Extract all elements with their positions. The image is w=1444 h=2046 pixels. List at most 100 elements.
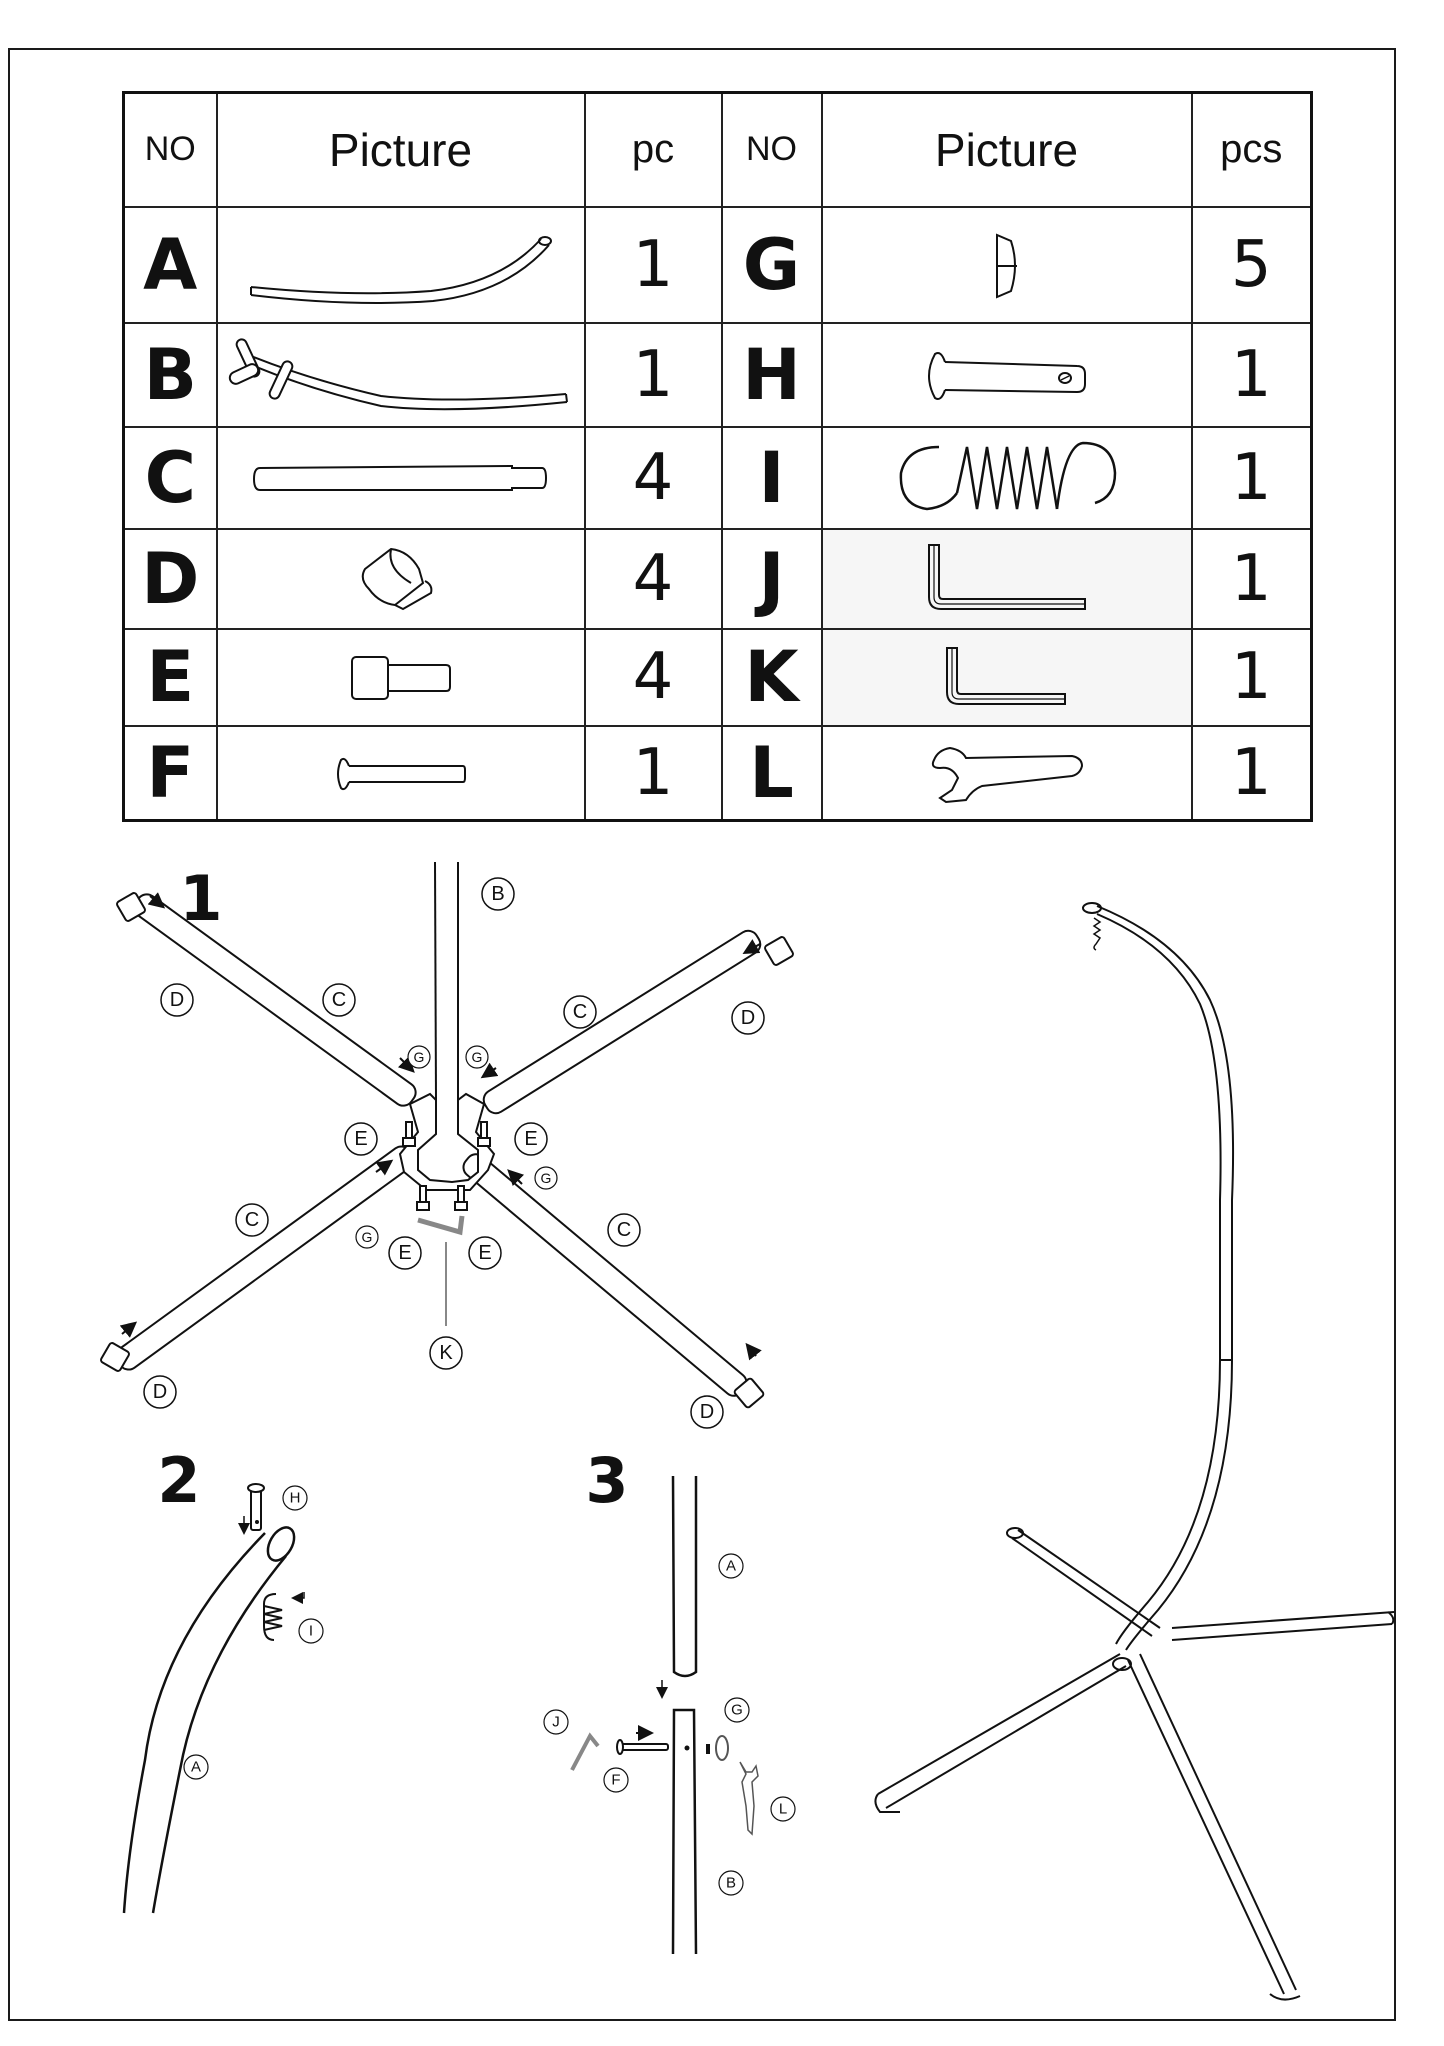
- part-picture: [820, 425, 1193, 530]
- washer-g: [715, 1735, 729, 1761]
- table-row: B 1 H 1: [122, 321, 1313, 428]
- svg-text:G: G: [362, 1229, 373, 1245]
- table-row: C 4 I 1: [122, 425, 1313, 530]
- callout-labels: B D C C D G G E E G C C G E E K D D H I …: [143, 877, 796, 1896]
- callout-j: J: [543, 1709, 569, 1735]
- part-letter: L: [720, 724, 823, 822]
- part-picture: [215, 205, 586, 324]
- svg-text:C: C: [573, 1001, 587, 1023]
- callout-b: B: [481, 877, 515, 911]
- page-border: [8, 48, 1396, 2021]
- callout-e: E: [388, 1236, 422, 1270]
- part-letter: H: [720, 321, 823, 428]
- part-qty: 4: [583, 627, 723, 727]
- svg-text:E: E: [398, 1242, 411, 1264]
- part-letter: A: [122, 205, 218, 324]
- part-letter: J: [720, 527, 823, 630]
- svg-text:C: C: [245, 1209, 259, 1231]
- leg-tube-icon: [252, 464, 547, 491]
- part-qty: 4: [583, 425, 723, 530]
- table-row: A 1 G 5: [122, 205, 1313, 324]
- callout-d: D: [160, 983, 194, 1017]
- parts-table: NO Picture pc NO Picture pcs A 1 G 5 B: [122, 91, 1313, 822]
- curved-pole-icon: [249, 235, 552, 304]
- part-qty: 4: [583, 527, 723, 630]
- part-picture: [215, 527, 586, 630]
- callout-d: D: [731, 1001, 765, 1035]
- part-qty: 1: [583, 205, 723, 324]
- callout-a: A: [718, 1553, 744, 1579]
- part-picture: [820, 724, 1193, 822]
- part-picture: [820, 205, 1193, 324]
- part-picture: [820, 527, 1193, 630]
- callout-c: C: [235, 1203, 269, 1237]
- wrench-l: [739, 1761, 759, 1836]
- part-qty: 1: [583, 321, 723, 428]
- step-3-diagram: 3: [570, 1444, 759, 1955]
- long-bolt-icon: [336, 757, 466, 790]
- header-no: NO: [122, 91, 218, 208]
- svg-text:E: E: [478, 1242, 491, 1264]
- washer-icon: [995, 232, 1017, 299]
- part-letter: C: [122, 425, 218, 530]
- curved-pole-a: [151, 1555, 287, 1914]
- curved-pole-a: [122, 1532, 266, 1914]
- svg-text:B: B: [726, 1875, 736, 1892]
- callout-g: G: [724, 1697, 750, 1723]
- part-qty: 1: [1190, 321, 1313, 428]
- header-picture: Picture: [820, 91, 1193, 208]
- part-letter: K: [720, 627, 823, 727]
- spring-hook-icon: [899, 441, 1116, 510]
- callout-c: C: [607, 1213, 641, 1247]
- end-cap-d: [764, 936, 794, 966]
- callout-i: I: [298, 1618, 324, 1644]
- callout-f: F: [603, 1767, 629, 1793]
- part-letter: E: [122, 627, 218, 727]
- pole-b: [434, 861, 437, 1101]
- svg-text:F: F: [611, 1772, 620, 1789]
- callout-l: L: [770, 1796, 796, 1822]
- part-qty: 1: [1190, 724, 1313, 822]
- header-no: NO: [720, 91, 823, 208]
- header-qty: pc: [583, 91, 723, 208]
- bolt-icon: [350, 656, 451, 700]
- svg-text:G: G: [731, 1702, 743, 1719]
- svg-text:I: I: [309, 1623, 313, 1640]
- callout-d: D: [690, 1395, 724, 1429]
- end-cap-d: [733, 1377, 765, 1409]
- part-letter: F: [122, 724, 218, 822]
- svg-text:A: A: [191, 1759, 201, 1776]
- wrench-icon: [931, 746, 1083, 803]
- part-qty: 1: [1190, 627, 1313, 727]
- step-number: 2: [157, 1444, 200, 1517]
- end-cap-icon: [361, 547, 432, 610]
- part-qty: 5: [1190, 205, 1313, 324]
- leg-c-lower-left: [115, 1145, 415, 1371]
- base-pole-icon: [228, 337, 568, 410]
- part-picture: [215, 724, 586, 822]
- large-allen-key-icon: [927, 543, 1086, 610]
- svg-text:H: H: [290, 1490, 301, 1507]
- svg-text:D: D: [170, 989, 184, 1011]
- table-row: F 1 L 1: [122, 724, 1313, 822]
- header-qty: pcs: [1190, 91, 1313, 208]
- end-cap-d: [116, 892, 146, 922]
- part-picture: [215, 627, 586, 727]
- callout-b: B: [718, 1870, 744, 1896]
- svg-text:L: L: [779, 1801, 787, 1818]
- part-letter: B: [122, 321, 218, 428]
- callout-c: C: [322, 983, 356, 1017]
- svg-text:C: C: [617, 1219, 631, 1241]
- table-header-row: NO Picture pc NO Picture pcs: [122, 91, 1313, 208]
- part-letter: G: [720, 205, 823, 324]
- svg-text:D: D: [700, 1401, 714, 1423]
- part-qty: 1: [1190, 527, 1313, 630]
- part-picture: [820, 321, 1193, 428]
- callout-c: C: [563, 995, 597, 1029]
- svg-text:K: K: [439, 1342, 453, 1364]
- allen-key-j: [570, 1732, 600, 1771]
- clevis-pin-icon: [927, 351, 1086, 400]
- svg-text:D: D: [741, 1007, 755, 1029]
- callout-a: A: [183, 1754, 209, 1780]
